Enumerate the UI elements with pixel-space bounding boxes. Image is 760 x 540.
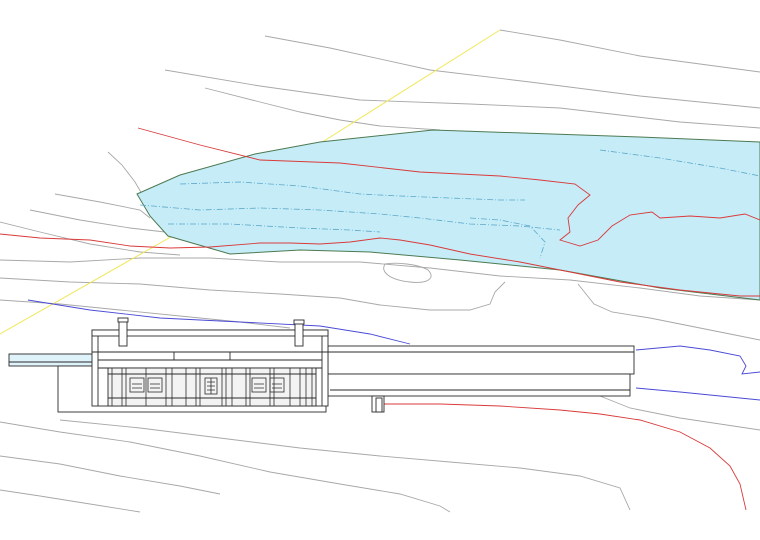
furniture-piece: [129, 377, 145, 393]
building-long-wing-base: [327, 373, 631, 397]
terrain-contour: [589, 391, 760, 431]
building-model[interactable]: [8, 317, 635, 413]
terrain-contour: [577, 283, 760, 341]
pond-inner-contour: [139, 204, 561, 231]
building-step: [375, 397, 383, 413]
furniture-piece: [251, 377, 267, 393]
pond-inner-contour: [599, 149, 760, 177]
property-line[interactable]: [384, 403, 747, 511]
terrain-contour: [383, 262, 432, 283]
pond-inner-contour: [168, 223, 381, 233]
pond-inner-contour: [179, 181, 525, 201]
terrain-contour: [0, 455, 221, 495]
terrain-contour: [499, 29, 760, 73]
water-boundary-line[interactable]: [635, 345, 760, 375]
terrain-contour: [0, 421, 451, 513]
pond-group: [136, 129, 760, 301]
building-chimney-cap: [293, 319, 305, 325]
property-line[interactable]: [0, 233, 760, 297]
property-line-group: [0, 127, 760, 511]
furniture-piece: [132, 383, 160, 389]
survey-axis-line[interactable]: [0, 225, 191, 335]
building-chimney: [118, 319, 128, 347]
pond-area[interactable]: [136, 129, 760, 301]
terrain-contour: [0, 257, 760, 301]
terrain-contour: [264, 35, 760, 109]
terrain-contour: [59, 419, 631, 511]
water-boundary-line[interactable]: [27, 299, 411, 345]
terrain-contour: [0, 277, 506, 311]
water-boundary-line[interactable]: [635, 387, 760, 401]
building-chimney-cap: [117, 317, 129, 323]
furniture-piece: [269, 377, 285, 393]
window-mullion-group: [111, 368, 313, 406]
terrain-contour: [54, 193, 151, 219]
building-long-wing[interactable]: [327, 345, 635, 375]
furniture-piece: [207, 378, 215, 394]
terrain-contour: [0, 489, 141, 513]
terrain-contour: [107, 151, 143, 195]
terrain-contour: [29, 209, 166, 233]
furniture-piece: [147, 377, 163, 393]
building-deck[interactable]: [8, 353, 100, 367]
interior-furniture: [129, 377, 285, 395]
survey-axis-line[interactable]: [315, 29, 501, 147]
property-line[interactable]: [137, 127, 760, 247]
terrain-contour: [0, 221, 181, 256]
terrain-contour: [164, 69, 760, 129]
building-roof: [91, 329, 329, 337]
building-chimney: [294, 321, 304, 347]
pond-inner-contour: [469, 217, 546, 259]
furniture-piece: [254, 383, 282, 389]
water-boundary-group: [27, 299, 760, 401]
terrain-contour: [204, 87, 441, 131]
terrain-contour: [0, 299, 291, 329]
